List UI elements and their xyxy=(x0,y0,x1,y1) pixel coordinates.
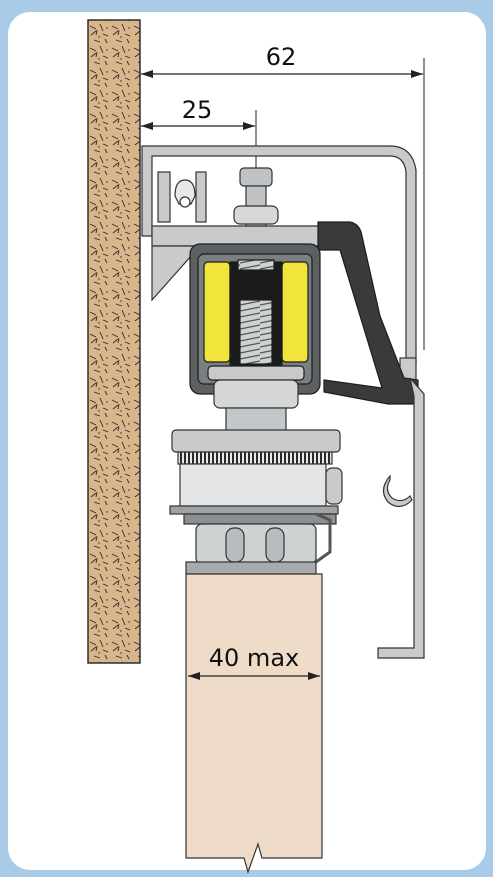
trolley-carriage xyxy=(189,243,321,395)
dimension-total-depth: 62 xyxy=(141,43,425,350)
dimension-door-thickness: 40 max xyxy=(188,644,320,680)
door-hanger-assembly xyxy=(169,379,343,575)
right-wheel-insert xyxy=(281,261,309,363)
dimension-total-depth-label: 62 xyxy=(266,43,297,71)
dimension-door-thickness-label: 40 max xyxy=(209,644,299,672)
dimension-mount-offset-label: 25 xyxy=(182,96,213,124)
adjustment-wheel xyxy=(177,451,333,465)
top-rail-profile xyxy=(141,145,417,389)
wall-section xyxy=(87,19,141,664)
door-leaf xyxy=(185,573,323,874)
dark-mounting-profile xyxy=(317,221,419,405)
cover-fascia-profile xyxy=(377,377,425,659)
suspension-bolt xyxy=(233,167,279,227)
adjustment-screw xyxy=(239,299,273,365)
dimension-mount-offset: 25 xyxy=(141,96,257,168)
left-wheel-insert xyxy=(203,261,231,363)
